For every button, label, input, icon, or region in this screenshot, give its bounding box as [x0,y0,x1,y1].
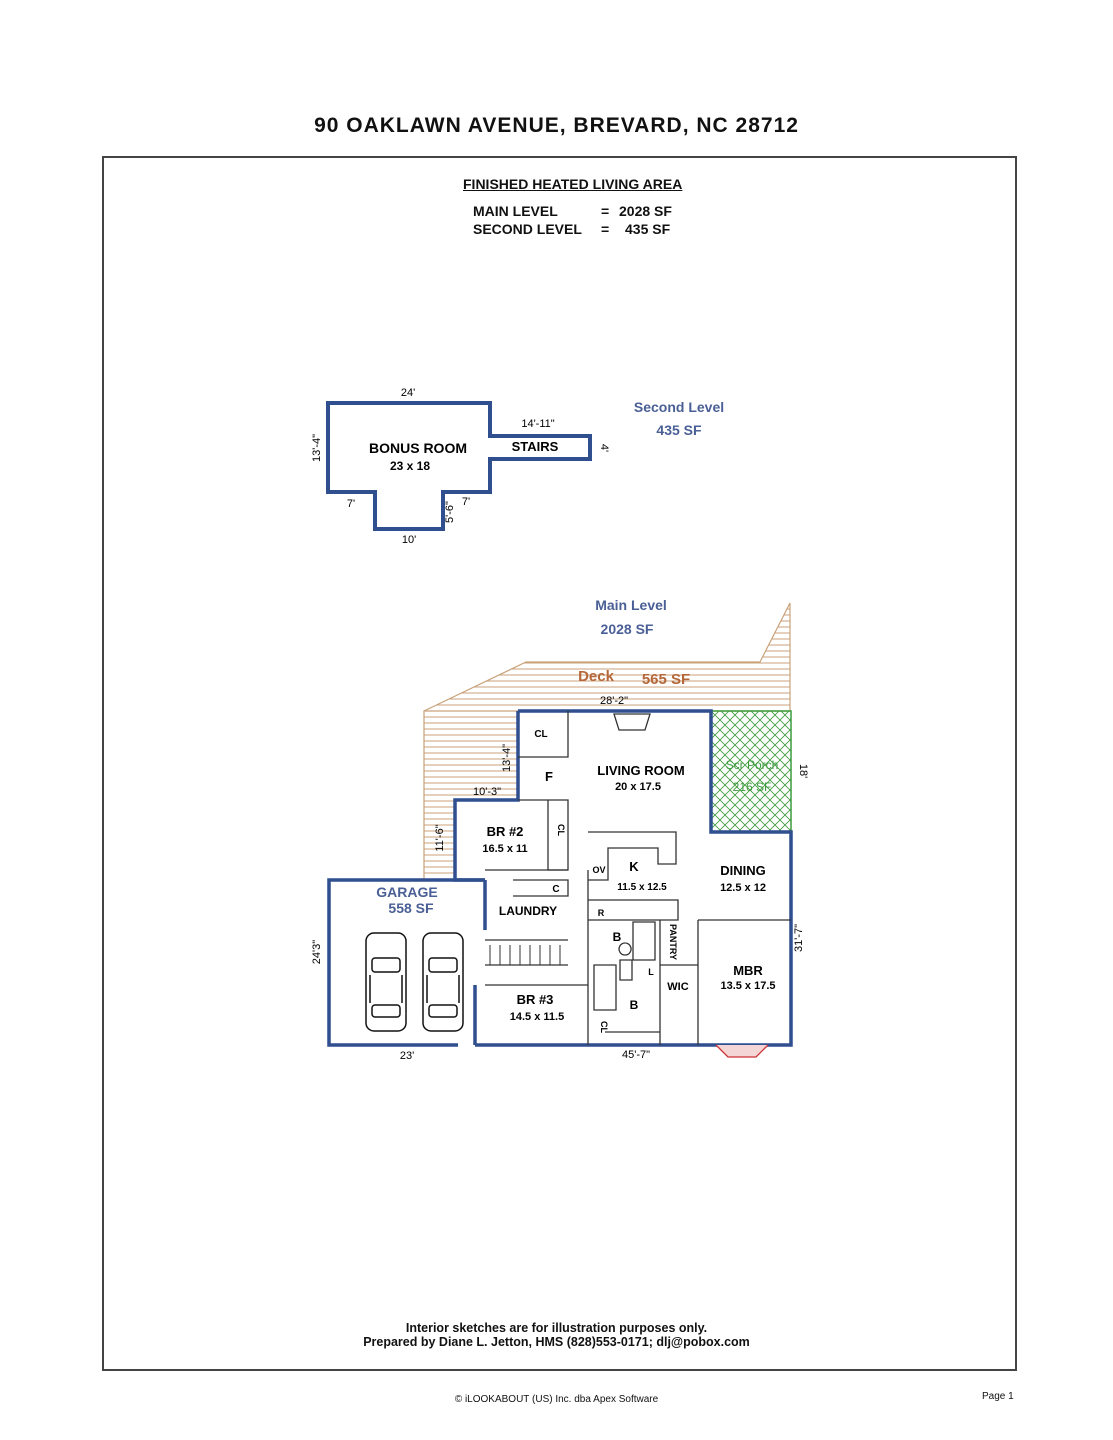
br3-size: 14.5 x 11.5 [510,1011,564,1023]
kitchen-label: K [629,859,639,874]
bonus-room-outline [326,401,592,531]
br3-label: BR #3 [517,992,554,1007]
stairs-icon [489,945,561,965]
deck-label: Deck [578,668,615,685]
linen-label: L [648,967,654,977]
area-row-label: SECOND LEVEL [473,221,582,237]
fridge-label: R [598,908,605,918]
dim-label: 11'-6" [434,824,446,851]
dim-label: 13'-4" [501,744,513,772]
dim-label: 28'-2" [600,695,628,707]
dim-label: 13'-4" [311,434,323,462]
garage-outline [327,878,487,1047]
disclaimer-text: Interior sketches are for illustration p… [405,1321,708,1335]
bath-label: B [613,930,622,944]
closet-label: CL [534,729,547,740]
page-number: Page 1 [982,1391,1014,1402]
dim-label: 14'-11" [521,418,554,430]
page-title: 90 OAKLAWN AVENUE, BREVARD, NC 28712 [314,114,799,137]
bonus-room-label: BONUS ROOM [369,440,467,456]
second-level-name: Second Level [634,399,724,415]
closet-label: CL [556,824,566,836]
dim-label: 23' [400,1050,414,1062]
deck-area-label: 565 SF [642,671,690,688]
fireplace-icon [613,713,651,731]
drawing-frame [102,156,1017,1371]
dim-label: 18' [797,764,809,778]
screen-porch [710,710,792,833]
bath-label: B [630,998,639,1012]
dim-label: 24'3" [311,940,323,964]
dim-label: 4' [598,444,610,452]
car-icon [365,932,407,1032]
br2-label: BR #2 [487,824,524,839]
foyer-label: F [545,769,553,784]
area-row-eq: = [601,221,610,237]
area-row-second: SECOND LEVEL = 435 SF [473,221,670,237]
pantry-label: PANTRY [668,924,678,960]
stairs-label: STAIRS [512,439,559,454]
area-row-eq: = [601,203,610,219]
garage-area: 558 SF [388,900,434,916]
dim-label: 7' [347,498,355,510]
closet-label: C [552,884,559,895]
second-level-area: 435 SF [656,422,702,438]
br2-size: 16.5 x 11 [482,843,527,855]
dining-label: DINING [720,863,766,878]
dim-label: 31'-7" [793,924,805,952]
preparer-text: Prepared by Diane L. Jetton, HMS (828)55… [363,1335,750,1349]
living-room-size: 20 x 17.5 [615,781,661,793]
dim-label: 10' [402,534,416,546]
mbr-size: 13.5 x 17.5 [720,980,775,992]
dim-label: 45'-7" [622,1049,650,1061]
dim-label: 5'-6" [444,501,456,523]
dim-label: 24' [401,387,415,399]
bonus-room-size: 23 x 18 [390,459,430,473]
area-row-value: 2028 SF [619,203,672,219]
area-row-main: MAIN LEVEL = 2028 SF [473,203,672,219]
wic-label: WIC [667,981,688,993]
main-level-plan: Main Level 2028 SF Deck 565 SF Scr Porch… [311,597,809,1062]
second-level-plan: BONUS ROOM 23 x 18 STAIRS 24' 14'-11" 13… [311,387,724,546]
bay-window [715,1044,769,1058]
dim-label: 7' [462,496,470,508]
main-level-area: 2028 SF [601,621,654,637]
main-level-name: Main Level [595,597,667,613]
area-row-value: 435 SF [625,221,671,237]
closet-label: CL [599,1021,609,1033]
area-row-label: MAIN LEVEL [473,203,558,219]
screen-porch-label: Scr Porch [726,758,779,772]
living-room-label: LIVING ROOM [597,763,684,778]
laundry-label: LAUNDRY [499,904,557,918]
dim-label: 10'-3" [473,786,501,798]
screen-porch-area: 216 SF [733,780,772,794]
dining-size: 12.5 x 12 [720,882,766,894]
garage-label: GARAGE [376,884,437,900]
area-summary-heading: FINISHED HEATED LIVING AREA [463,176,683,192]
copyright-text: © iLOOKABOUT (US) Inc. dba Apex Software [454,1394,659,1405]
mbr-label: MBR [733,963,763,978]
car-icon [422,932,464,1032]
oven-label: OV [592,865,605,875]
kitchen-size: 11.5 x 12.5 [617,882,667,893]
interior-walls [485,711,791,1045]
